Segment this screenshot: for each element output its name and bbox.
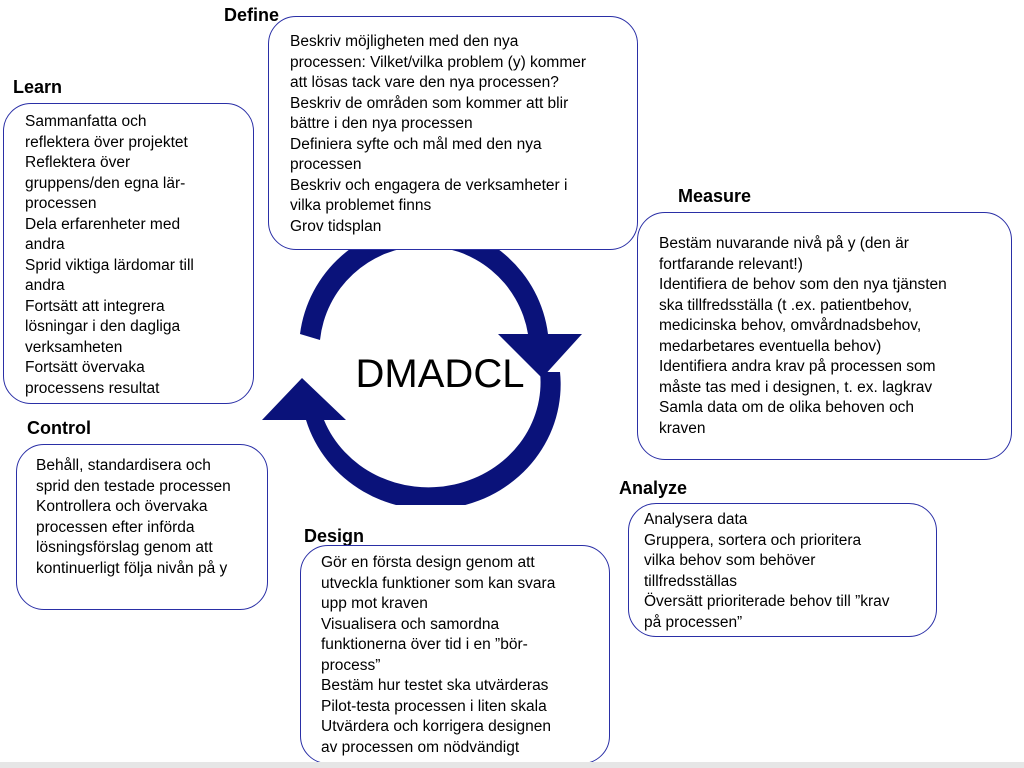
measure-title: Measure xyxy=(678,186,752,206)
define-title: Define xyxy=(224,5,280,25)
design-box: Gör en första design genom att utveckla f… xyxy=(300,545,610,764)
phase-line: Fortsätt att integrera xyxy=(25,297,165,315)
phase-line: Sprid viktiga lärdomar till xyxy=(25,256,194,274)
phase-line: kraven xyxy=(659,419,706,437)
cycle-arrow-lower xyxy=(262,372,561,505)
phase-line: utveckla funktioner som kan svara xyxy=(321,574,556,592)
phase-line: processens resultat xyxy=(25,379,160,397)
phase-line: Fortsätt övervaka xyxy=(25,359,145,376)
learn-title: Learn xyxy=(13,77,63,97)
phase-line: Gör en första design genom att xyxy=(321,554,535,571)
phase-line: Kontrollera och övervaka xyxy=(36,498,208,515)
phase-line: Bestäm hur testet ska utvärderas xyxy=(321,677,549,694)
phase-line: Analysera data xyxy=(644,511,748,528)
bottom-divider xyxy=(0,762,1024,768)
measure-list: Bestäm nuvarande nivå på y (den är fortfa… xyxy=(659,234,1005,439)
phase-line: Identifiera de behov som den nya tjänste… xyxy=(659,276,947,293)
phase-line: av processen om nödvändigt xyxy=(321,738,520,756)
phase-line: Pilot-testa processen i liten skala xyxy=(321,697,547,715)
phase-line: upp mot kraven xyxy=(321,595,428,612)
phase-line: Bestäm nuvarande nivå på y (den är xyxy=(659,235,909,252)
phase-line: processen xyxy=(290,156,362,173)
phase-line: processen: Vilket/vilka problem (y) komm… xyxy=(290,53,587,71)
phase-line: medicinska behov, omvårdnadsbehov, xyxy=(659,317,922,334)
phase-line: på processen” xyxy=(644,613,743,631)
measure-box: Bestäm nuvarande nivå på y (den är fortfa… xyxy=(637,212,1012,460)
phase-line: Gruppera, sortera och prioritera xyxy=(644,531,862,549)
learn-box: Sammanfatta och reflektera över projektet… xyxy=(3,103,254,404)
cycle-center-label: DMADCL xyxy=(355,352,525,396)
phase-line: Samla data om de olika behoven och xyxy=(659,399,915,416)
control-title: Control xyxy=(27,418,91,438)
define-list: Beskriv möjligheten med den nya processen… xyxy=(290,32,629,237)
phase-line: Definiera syfte och mål med den nya xyxy=(290,135,542,153)
phase-line: Reflektera över xyxy=(25,154,131,171)
phase-line: Beskriv möjligheten med den nya xyxy=(290,33,519,50)
phase-line: Beskriv de områden som kommer att blir xyxy=(290,94,569,112)
phase-line: processen xyxy=(25,195,97,212)
define-box: Beskriv möjligheten med den nya processen… xyxy=(268,16,638,250)
phase-line: att lösas tack vare den nya processen? xyxy=(290,74,559,91)
phase-line: ska tillfredsställa (t .ex. patientbehov… xyxy=(659,296,913,314)
phase-line: Dela erfarenheter med xyxy=(25,215,181,233)
phase-line: vilka problemet finns xyxy=(290,197,432,214)
phase-line: kontinuerligt följa nivån på y xyxy=(36,559,228,577)
phase-line: Utvärdera och korrigera designen xyxy=(321,718,552,735)
design-list: Gör en första design genom att utveckla f… xyxy=(321,553,603,758)
phase-line: fortfarande relevant!) xyxy=(659,255,803,273)
phase-line: Beskriv och engagera de verksamheter i xyxy=(290,176,568,194)
phase-line: Sammanfatta och xyxy=(25,113,147,130)
phase-line: funktionerna över tid i en ”bör- xyxy=(321,636,528,653)
phase-line: Identifiera andra krav på processen som xyxy=(659,358,936,375)
phase-line: vilka behov som behöver xyxy=(644,552,816,569)
phase-line: andra xyxy=(25,236,65,253)
cycle-diagram xyxy=(262,225,582,505)
control-box: Behåll, standardisera och sprid den testa… xyxy=(16,444,268,610)
phase-line: reflektera över projektet xyxy=(25,133,188,151)
phase-line: processen efter införda xyxy=(36,518,195,536)
phase-line: andra xyxy=(25,277,65,294)
phase-line: gruppens/den egna lär- xyxy=(25,174,186,192)
learn-list: Sammanfatta och reflektera över projektet… xyxy=(25,112,247,399)
phase-line: måste tas med i designen, t. ex. lagkrav xyxy=(659,378,933,396)
phase-line: tillfredsställas xyxy=(644,572,738,590)
analyze-title: Analyze xyxy=(619,478,688,498)
phase-line: sprid den testade processen xyxy=(36,477,231,495)
phase-line: process” xyxy=(321,656,381,674)
phase-line: verksamheten xyxy=(25,338,123,356)
cycle-arrow-upper xyxy=(300,225,582,378)
phase-line: bättre i den nya processen xyxy=(290,115,473,132)
control-list: Behåll, standardisera och sprid den testa… xyxy=(36,456,261,579)
phase-line: Grov tidsplan xyxy=(290,217,382,235)
phase-line: Behåll, standardisera och xyxy=(36,457,211,474)
phase-line: medarbetares eventuella behov) xyxy=(659,337,882,355)
phase-line: Översätt prioriterade behov till ”krav xyxy=(644,593,890,610)
phase-line: lösningar i den dagliga xyxy=(25,318,181,335)
design-title: Design xyxy=(304,526,365,546)
phase-line: Visualisera och samordna xyxy=(321,615,500,633)
phase-line: lösningsförslag genom att xyxy=(36,539,213,556)
